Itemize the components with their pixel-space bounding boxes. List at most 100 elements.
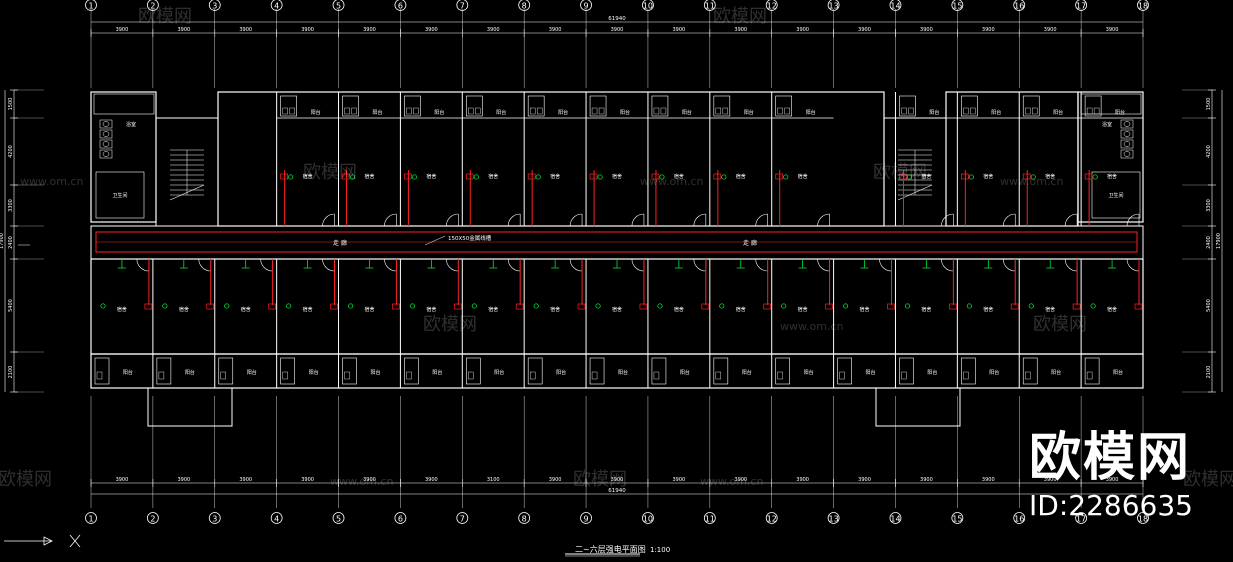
north-bath [404, 95, 421, 117]
dim-span-top: 3900 [734, 27, 747, 33]
dim-span-bottom: 3900 [425, 477, 438, 483]
socket-outlet [535, 174, 541, 180]
watermark-logo: 欧模网 [1033, 314, 1087, 335]
room-label-south: 宿舍 [179, 306, 189, 313]
balcony-label-south: 阳台 [989, 369, 999, 376]
wc-pan [102, 141, 110, 147]
socket-outlet [781, 303, 787, 309]
axis-label-top: 6 [398, 2, 403, 11]
shower-label: 浴室 [1102, 121, 1112, 128]
room-label-south: 宿舍 [117, 306, 127, 313]
axis-label-bottom: 18 [1138, 515, 1148, 524]
south-bath [218, 357, 234, 385]
dim-side-value: 3300 [1206, 199, 1212, 212]
axis-bubble-bottom [332, 512, 345, 524]
room-label-north: 宿舍 [364, 173, 374, 180]
balcony-label-north: 阳台 [434, 109, 444, 116]
dim-span-bottom: 3900 [611, 477, 624, 483]
room-labels: 阳台宿舍阳台宿舍阳台宿舍阳台宿舍阳台宿舍阳台宿舍阳台宿舍阳台宿舍阳台宿舍阳台宿舍… [112, 109, 1125, 376]
axis-label-bottom: 14 [890, 515, 900, 524]
distribution-box [701, 303, 710, 310]
fixture [715, 371, 722, 380]
distribution-box [763, 303, 772, 310]
room-label-south: 宿舍 [241, 306, 251, 313]
distribution-box [515, 303, 524, 310]
door-swing [755, 213, 768, 227]
socket-outlet [906, 174, 913, 180]
door-swing [445, 258, 459, 272]
room-label-south: 宿舍 [860, 306, 870, 313]
axis-bubble-top [889, 0, 902, 11]
distribution-box [1084, 173, 1093, 180]
door-swing [1126, 258, 1140, 272]
fixture [529, 371, 536, 380]
axis-bubble-top [208, 0, 221, 11]
watermark-site: www.om.cn [330, 475, 393, 488]
room-label-north: 宿舍 [736, 173, 746, 180]
axis-bubble-top [580, 0, 592, 11]
room-label-south: 宿舍 [550, 306, 560, 313]
distribution-box [280, 173, 288, 180]
south-bath [156, 357, 172, 385]
watermark-logo: 欧模网 [423, 314, 477, 335]
axis-bubble-bottom [456, 512, 469, 524]
socket-outlet [288, 174, 294, 180]
dim-span-top: 3900 [425, 27, 438, 33]
cable-tray-label: 150X50金属线槽 [448, 234, 492, 242]
dim-span-bottom: 3900 [673, 477, 686, 483]
dim-side-value: 1500 [1206, 98, 1212, 111]
axis-label-bottom: 2 [150, 515, 155, 524]
north-bath [527, 95, 545, 117]
shower-label: 浴室 [126, 121, 136, 128]
axis-bubble-bottom [85, 512, 97, 524]
dim-span-bottom: 3900 [858, 477, 871, 483]
axis-bubble-bottom [951, 512, 964, 524]
south-bath [1084, 357, 1100, 385]
fixture [777, 107, 783, 115]
room-label-south: 宿舍 [364, 306, 374, 313]
axis-label-top: 17 [1076, 2, 1086, 11]
room-label-north: 宿舍 [674, 173, 684, 180]
door-swing [198, 258, 211, 272]
fixture [1032, 107, 1038, 115]
door-swing [1126, 213, 1140, 227]
fixture [901, 107, 907, 115]
balcony-label-north: 阳台 [372, 109, 382, 116]
leader-line [424, 235, 446, 246]
axis-label-top: 15 [952, 2, 962, 11]
balcony-label-south: 阳台 [680, 369, 690, 376]
dim-span-top: 3900 [1044, 27, 1057, 33]
watermark-logo: 欧模网 [1183, 469, 1233, 490]
axis-bubble-bottom [765, 512, 778, 524]
dim-span-top: 3900 [673, 27, 686, 33]
south-bath [1022, 357, 1038, 385]
fixture [158, 371, 165, 380]
fixture [536, 107, 543, 115]
corridor-outline [90, 225, 1144, 260]
drawing-scale: 1:100 [650, 546, 670, 554]
room-label-north: 宿舍 [1107, 173, 1117, 180]
building-walls [90, 91, 1144, 427]
door-swing [445, 213, 459, 227]
socket-outlet [966, 303, 972, 309]
room-label-north: 宿舍 [426, 173, 436, 180]
fixture [970, 107, 976, 115]
room-label-north: 宿舍 [303, 173, 313, 180]
north-bath [961, 95, 978, 117]
distribution-box [342, 173, 350, 180]
wc-pan [102, 151, 110, 157]
balcony-label-north: 阳台 [929, 109, 939, 116]
fixture [1025, 371, 1031, 380]
axis-label-bottom: 4 [274, 515, 279, 524]
balcony-label-south: 阳台 [494, 369, 504, 376]
balcony-label-north: 阳台 [620, 109, 630, 116]
socket-outlet [162, 303, 168, 309]
socket-outlet [597, 174, 603, 180]
axis-label-bottom: 7 [460, 515, 465, 524]
fixture [406, 371, 412, 380]
watermark-logo: 欧模网 [713, 6, 767, 27]
watermark-logo: 欧模网 [573, 469, 627, 490]
north-bath [713, 95, 731, 117]
socket-outlet [1092, 174, 1098, 180]
